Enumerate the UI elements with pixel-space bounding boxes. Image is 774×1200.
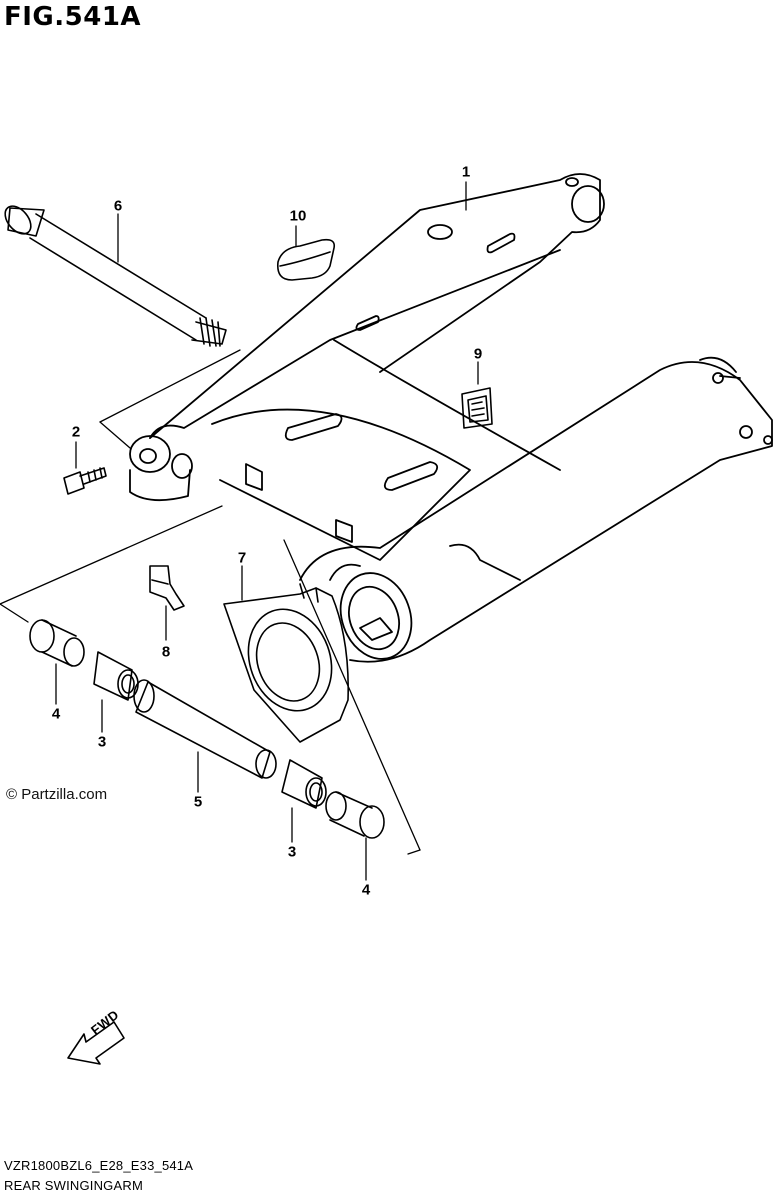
figure-title: FIG.541A — [4, 2, 142, 32]
slot-upper — [488, 234, 515, 253]
callout-6: 6 — [113, 197, 123, 215]
clip-part — [150, 566, 184, 610]
cross-slot-2 — [385, 462, 437, 490]
guide-lines — [0, 182, 478, 880]
bolt-hole-right-3 — [764, 436, 772, 444]
callout-2: 2 — [71, 423, 81, 441]
bolt-hole-mid — [428, 225, 452, 239]
callout-8: 8 — [161, 643, 171, 661]
pivot-boss-right — [572, 186, 604, 222]
swingarm-body — [130, 174, 772, 669]
pivot-boss-left — [130, 436, 170, 472]
spacer-tube-part — [134, 680, 276, 778]
collar-part-left — [30, 620, 84, 666]
cap-part — [278, 240, 334, 280]
callout-7: 7 — [237, 549, 247, 567]
callout-10: 10 — [289, 207, 307, 225]
callout-3a: 3 — [97, 733, 107, 751]
bolt-part — [64, 468, 106, 494]
guide-line-left-2 — [0, 604, 28, 622]
model-code: VZR1800BZL6_E28_E33_541A — [4, 1158, 194, 1173]
final-drive-opening — [329, 563, 423, 669]
callout-3b: 3 — [287, 843, 297, 861]
guide-line-upper-2 — [100, 422, 130, 448]
guide-line-right — [284, 540, 420, 850]
slot-upper-2 — [356, 316, 378, 330]
bolt-hole-right-2 — [713, 373, 723, 383]
callout-4b: 4 — [361, 881, 371, 899]
bolt-hole-top — [566, 178, 578, 186]
callout-4a: 4 — [51, 705, 61, 723]
bearing-part-left — [94, 652, 138, 700]
cross-slot-1 — [286, 414, 342, 440]
callout-5: 5 — [193, 793, 203, 811]
bolt-hole-right — [740, 426, 752, 438]
guide-line-right-2 — [408, 850, 420, 854]
callout-1: 1 — [461, 163, 471, 181]
figure-caption: REAR SWINGINGARM — [4, 1178, 143, 1193]
shaft-end-cap — [0, 201, 36, 238]
bearing-part-right — [282, 760, 326, 808]
collar-part-right — [326, 792, 384, 838]
pivot-shaft-part — [0, 201, 226, 346]
boot-part — [224, 584, 348, 742]
forward-arrow-icon — [68, 1022, 124, 1064]
guide-line-upper — [100, 350, 240, 422]
copyright-text: © Partzilla.com — [6, 786, 108, 803]
callout-9: 9 — [473, 345, 483, 363]
label-plate-part — [462, 388, 492, 428]
guide-line-left — [0, 506, 222, 604]
